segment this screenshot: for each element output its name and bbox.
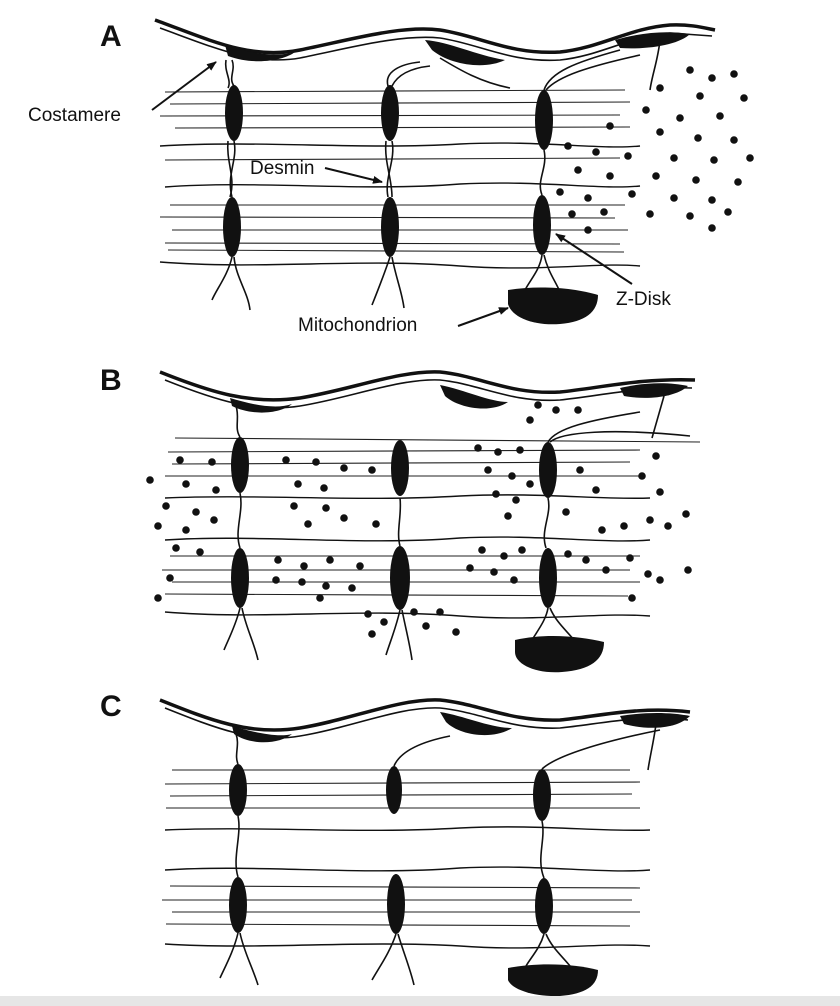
panel-letter-b: B [100,364,122,397]
dots-a [556,66,754,234]
panel-b: B [100,364,701,673]
panel-letter-a: A [100,20,122,53]
dots-b [146,401,692,638]
sarcolemma-a [154,18,716,66]
desmin-strands-a [211,39,661,311]
callout-desmin: Desmin [250,158,383,184]
mitochondrion-c [508,964,598,997]
callout-costamere: Costamere [28,61,217,126]
z-disks-b [231,437,557,610]
panel-a: A [28,18,754,336]
callout-mitochondrion: Mitochondrion [298,307,509,336]
panel-letter-c: C [100,690,122,723]
sarcolemma-c [159,698,691,743]
desmin-strands-c [219,723,661,986]
z-disks-a [223,85,553,257]
z-disks-c [229,764,553,934]
desmin-strands-b [223,395,691,661]
sarcolemma-b [159,370,696,413]
callout-z-disk: Z-Disk [555,233,671,310]
mitochondrion-label: Mitochondrion [298,315,417,336]
costamere-label: Costamere [28,105,121,126]
z-disk-label: Z-Disk [616,289,671,310]
mitochondrion-b [515,635,604,673]
bottom-border [0,996,840,1006]
desmin-label: Desmin [250,158,314,179]
mitochondrion-a [508,287,598,325]
panel-c: C [100,690,691,997]
